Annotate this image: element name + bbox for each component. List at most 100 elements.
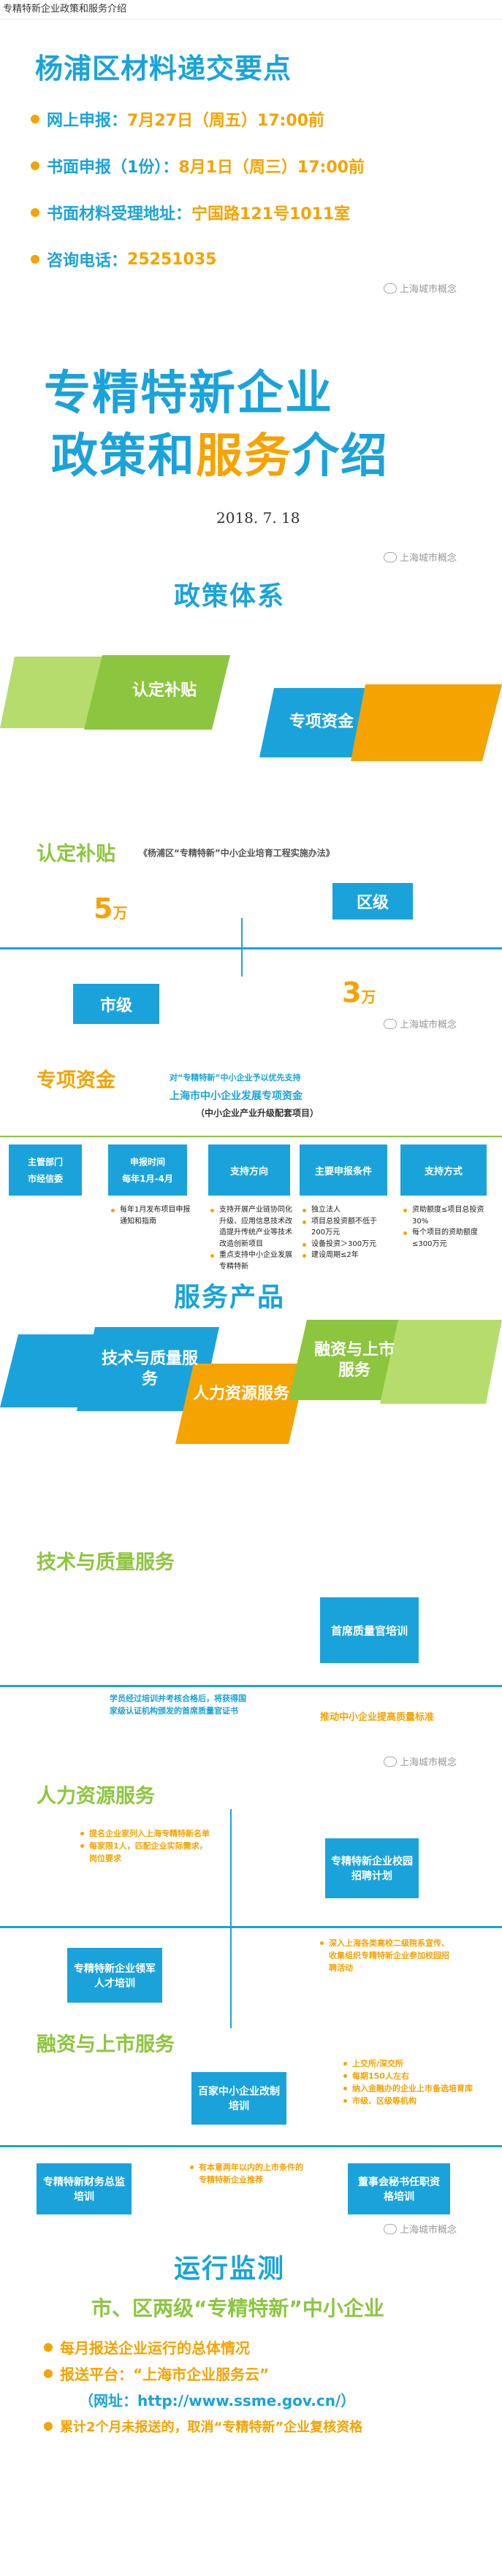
fund-col-body: 支持开展产业链协同化升级、应用信息技术改造提升传统产业等技术改造创新项目 重点支…	[210, 1204, 292, 1272]
monitor-subtitle: 市、区两级“专精特新”中小企业	[91, 2293, 384, 2322]
submission-row: 书面材料受理地址： 宁国路121号1011室	[31, 201, 350, 224]
list-item: 市级、区级等机构	[343, 2095, 490, 2107]
wechat-icon	[384, 2223, 397, 2234]
hr-title: 人力资源服务	[37, 1785, 155, 1808]
divider-line	[0, 1926, 502, 1928]
list-item: 每个项目的资助额度≤300万元	[403, 1227, 490, 1250]
tech-left-text: 学员经过培训并考核合格后，将获得国家级认证机构颁发的首席质量官证书	[110, 1694, 246, 1716]
district-amount: 5万	[94, 893, 127, 925]
bullet-dot-icon	[31, 115, 39, 123]
list-item: 支持开展产业链协同化升级、应用信息技术改造提升传统产业等技术改造创新项目	[210, 1204, 292, 1250]
divider-line	[0, 1136, 502, 1137]
tech-right-text: 推动中小企业提高质量标准	[320, 1712, 435, 1723]
list-item: 建设周期≤2年	[303, 1250, 389, 1261]
list-item: 纳入金融办的企业上市备选培育库	[343, 2082, 490, 2095]
tag-text: 人力资源服务	[192, 1385, 289, 1403]
subtitle-part: 市、区两级	[91, 2296, 194, 2320]
fund-col-body: 独立法人 项目总投资额不低于200万元 设备投资＞300万元 建设周期≤2年	[303, 1204, 389, 1261]
list-item: 每家限1人，匹配企业实际需求，岗位要求	[80, 1840, 212, 1865]
col-head: 申报时间	[129, 1157, 165, 1167]
col-head-2: 市经信委	[27, 1174, 63, 1184]
watermark-text: 上海城市概念	[400, 284, 457, 295]
section-heading: 服务产品	[174, 1283, 286, 1312]
tag-text: 融资与上市服务	[313, 1341, 395, 1380]
divider-line	[0, 947, 502, 949]
col-head-2: 每年1月-4月	[122, 1174, 173, 1184]
fund-col-head: 主管部门 市经信委	[9, 1144, 82, 1196]
row-label: 网上申报：	[47, 112, 128, 130]
fin-items-b: 有本意两年以内的上市条件的专精特新企业推荐	[190, 2161, 307, 2186]
watermark: 上海城市概念	[384, 281, 457, 295]
bullet-dot-icon	[31, 161, 39, 170]
hr-box-leader: 专精特新企业领军人才培训	[67, 1948, 162, 2003]
watermark-text: 上海城市概念	[400, 1020, 457, 1031]
divider-line	[230, 1809, 232, 2028]
row-label: 书面申报（1份）：	[47, 158, 179, 177]
page-title-bar: 专精特新企业政策和服务介绍	[0, 0, 502, 20]
bullet-dot-icon	[44, 2342, 53, 2352]
section-heading: 政策体系	[174, 581, 286, 611]
cover-text: 专精特新	[44, 367, 237, 421]
fund-col-head: 支持方向	[208, 1144, 290, 1196]
divider-line	[0, 1685, 502, 1687]
submission-section: 杨浦区材料递交要点 网上申报： 7月27日（周五）17:00前 书面申报（1份）…	[0, 20, 502, 312]
watermark-text: 上海城市概念	[400, 553, 457, 564]
list-item: 设备投资＞300万元	[303, 1239, 389, 1250]
divider-line	[0, 2145, 502, 2147]
monitor-row: 报送平台：“上海市企业服务云”	[44, 2363, 269, 2384]
tag-subsidy: 认定补贴	[132, 681, 197, 700]
district-box: 区级	[332, 883, 413, 920]
tech-box: 首席质量官培训	[320, 1597, 419, 1663]
hr-box-campus: 专精特新企业校园招聘计划	[325, 1838, 419, 1898]
submission-row: 咨询电话： 25251035	[31, 248, 216, 271]
amount-number: 5	[94, 893, 113, 925]
list-item: 项目总投资额不低于200万元	[303, 1216, 389, 1239]
cover-text: 企业	[237, 367, 333, 421]
row-label: 咨询电话：	[47, 252, 128, 270]
hr-section: 人力资源服务 提名企业家列入上海专精特新名单 每家限1人，匹配企业实际需求，岗位…	[0, 1780, 502, 2028]
cover-text: 政策和	[51, 429, 196, 484]
subtitle-part: 中小企业	[302, 2296, 384, 2320]
watermark: 上海城市概念	[384, 550, 457, 564]
subsidy-note: 《杨浦区“专精特新”中小企业培育工程实施办法》	[139, 848, 335, 858]
submission-title: 杨浦区材料递交要点	[35, 53, 292, 85]
col-head: 主管部门	[27, 1157, 63, 1167]
fin-items-a: 上交所/深交所 每期150人左右 纳入金融办的企业上市备选培育库 市级、区级等机…	[343, 2057, 490, 2107]
fin-section: 融资与上市服务 百家中小企业改制培训 上交所/深交所 每期150人左右 纳入金融…	[0, 2028, 502, 2247]
services-decor	[0, 1320, 502, 1444]
monitor-text: 报送平台：“上海市企业服务云”	[60, 2366, 270, 2383]
monitor-text: 累计2个月未报送的，取消“专精特新”企业复核资格	[60, 2420, 363, 2435]
row-value: 25251035	[127, 250, 217, 269]
fund-section: 专项资金 对“专精特新”中小企业予以优先支持 上海市中小企业发展专项资金 （中小…	[0, 1064, 502, 1276]
subsidy-title: 认定补贴	[37, 843, 115, 865]
tech-title: 技术与质量服务	[37, 1551, 175, 1574]
fin-title: 融资与上市服务	[37, 2033, 175, 2056]
wechat-icon	[384, 551, 397, 562]
bullet-dot-icon	[31, 208, 39, 217]
fund-col-head: 主要申报条件	[300, 1144, 387, 1196]
amount-unit: 万	[361, 988, 376, 1006]
row-value: 7月27日（周五）17:00前	[127, 112, 324, 130]
fund-title: 专项资金	[37, 1069, 115, 1092]
fin-box-cfo: 专精特新财务总监培训	[37, 2163, 132, 2214]
fund-name: 上海市中小企业发展专项资金	[170, 1090, 303, 1102]
cover-date: 2018. 7. 18	[216, 509, 300, 527]
fund-col-body: 每年1月发布项目申报通知和指南	[111, 1204, 193, 1227]
row-value: 8月1日（周三）17:00前	[178, 158, 365, 177]
submission-row: 网上申报： 7月27日（周五）17:00前	[31, 107, 324, 131]
monitor-row: （网址：http://www.ssme.gov.cn/）	[79, 2389, 355, 2410]
list-item: 独立法人	[303, 1204, 389, 1216]
fund-note: 对“专精特新”中小企业予以优先支持	[170, 1073, 301, 1082]
watermark: 上海城市概念	[384, 1754, 457, 1768]
monitor-row: 每月报送企业运行的总体情况	[44, 2336, 250, 2358]
tech-section: 技术与质量服务 首席质量官培训 学员经过培训并考核合格后，将获得国家级认证机构颁…	[0, 1546, 502, 1780]
watermark: 上海城市概念	[384, 1017, 457, 1031]
fund-col-head: 支持方式	[400, 1144, 487, 1196]
fin-box-secretary: 董事会秘书任职资格培训	[348, 2163, 450, 2214]
services-section: 服务产品 技术与质量服务 人力资源服务 融资与上市服务	[0, 1276, 502, 1546]
monitor-url[interactable]: （网址：http://www.ssme.gov.cn/）	[79, 2392, 356, 2409]
fund-subtitle: （中小企业产业升级配套项目）	[196, 1108, 319, 1118]
cover-text: 服务	[196, 429, 292, 484]
policy-section: 政策体系 认定补贴 专项资金	[0, 575, 502, 838]
